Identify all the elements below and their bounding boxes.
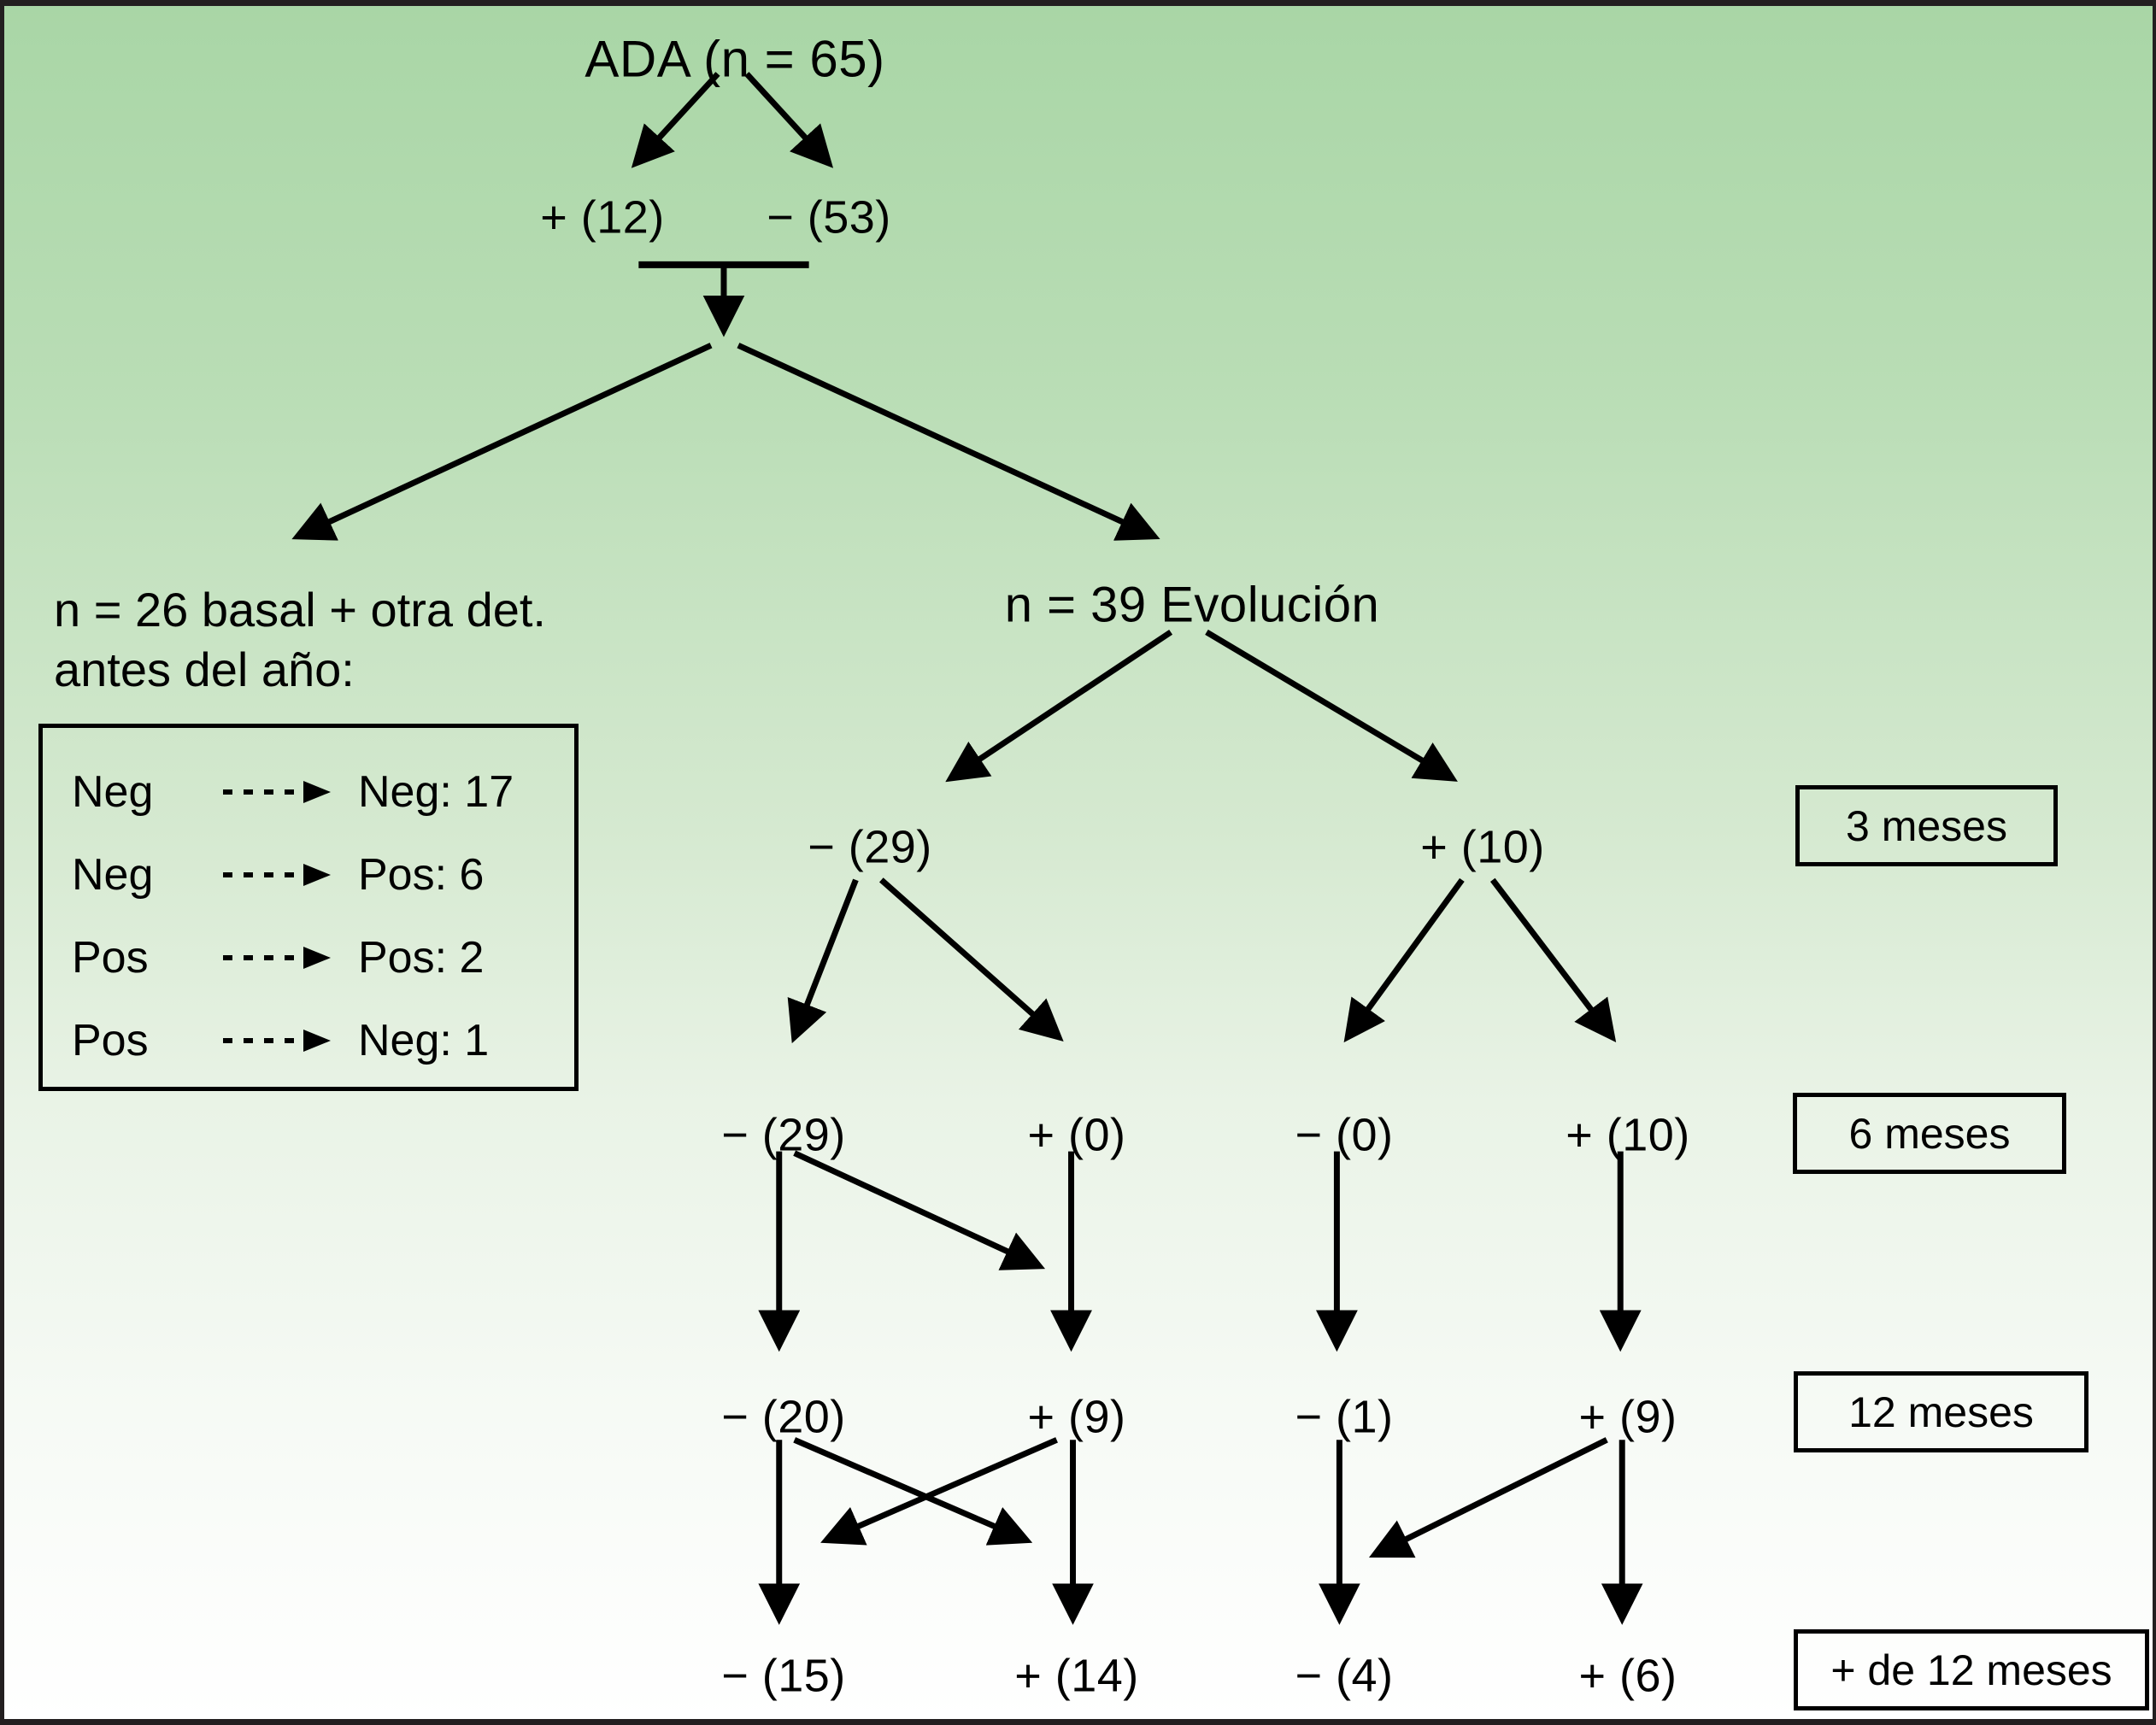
timeline-label: 6 meses [1848, 1109, 2011, 1158]
node-over12m-col1: − (15) [721, 1650, 846, 1702]
edge-12m-c4-cross-left [1368, 1437, 1608, 1558]
legend-from-label: Neg [72, 849, 154, 900]
legend-row: Pos Neg: 1 [72, 999, 545, 1082]
node-over12m-col4: + (6) [1578, 1650, 1677, 1702]
timeline-label: + de 12 meses [1830, 1646, 2112, 1694]
node-6m-col2: + (0) [1027, 1109, 1126, 1161]
edge-junction-to-left [291, 343, 713, 541]
timeline-box-6-meses: 6 meses [1793, 1093, 2066, 1174]
node-over12m-col3: − (4) [1295, 1650, 1394, 1702]
node-6m-col4: + (10) [1566, 1109, 1690, 1161]
legend-from-label: Pos [72, 1015, 149, 1065]
legend-to-label: Pos: 6 [358, 849, 485, 900]
legend-to-label: Neg: 1 [358, 1015, 490, 1065]
dashed-arrow-icon [221, 945, 350, 971]
timeline-box-3-meses: 3 meses [1795, 785, 2058, 866]
node-12m-col2: + (9) [1027, 1391, 1126, 1443]
node-12m-col1: − (20) [721, 1391, 846, 1443]
node-initial-positive: + (12) [540, 191, 665, 243]
node-3m-positive: + (10) [1420, 821, 1545, 873]
dashed-arrow-icon [221, 1028, 350, 1053]
edge-3m-neg-to-6m-neg [787, 878, 859, 1044]
edge-evol-to-3m-pos [1205, 629, 1458, 782]
legend-row: Neg Neg: 17 [72, 750, 545, 833]
node-3m-negative: − (29) [808, 821, 932, 873]
edge-6m-c1-to-12m-c2 [793, 1150, 1046, 1270]
node-12m-col4: + (9) [1578, 1391, 1677, 1443]
edge-evol-to-3m-neg [945, 629, 1173, 783]
edge-3m-pos-to-6m-pos [1489, 877, 1617, 1043]
node-initial-negative: − (53) [767, 191, 891, 243]
dashed-arrow-icon [221, 862, 350, 888]
node-12m-col3: − (1) [1295, 1391, 1394, 1443]
legend-from-label: Neg [72, 766, 154, 817]
timeline-box-over-12-meses: + de 12 meses [1794, 1629, 2149, 1710]
edge-12m-c1-cross-right [793, 1437, 1033, 1546]
legend-row: Pos Pos: 2 [72, 916, 545, 999]
dashed-arrow-icon [221, 779, 350, 805]
legend-row: Neg Pos: 6 [72, 833, 545, 916]
edge-3m-neg-to-6m-pos [879, 877, 1064, 1041]
left-branch-legend-box: Neg Neg: 17 Neg Pos: 6 Pos [38, 724, 579, 1091]
legend-to-label: Neg: 17 [358, 766, 514, 817]
legend-to-label: Pos: 2 [358, 932, 485, 983]
node-6m-col3: − (0) [1295, 1109, 1394, 1161]
node-over12m-col2: + (14) [1014, 1650, 1139, 1702]
timeline-box-12-meses: 12 meses [1794, 1371, 2088, 1452]
node-6m-col1: − (29) [721, 1109, 846, 1161]
edge-3m-pos-to-6m-neg [1343, 877, 1465, 1043]
timeline-label: 12 meses [1848, 1388, 2034, 1436]
legend-from-label: Pos [72, 932, 149, 983]
edge-12m-c2-cross-left [820, 1437, 1058, 1546]
left-branch-label: n = 26 basal + otra det. antes del año: [54, 583, 546, 696]
node-evolucion: n = 39 Evolución [1004, 577, 1380, 633]
node-root: ADA (n = 65) [585, 30, 885, 88]
edge-junction-to-right [737, 343, 1160, 541]
timeline-label: 3 meses [1846, 801, 2007, 850]
